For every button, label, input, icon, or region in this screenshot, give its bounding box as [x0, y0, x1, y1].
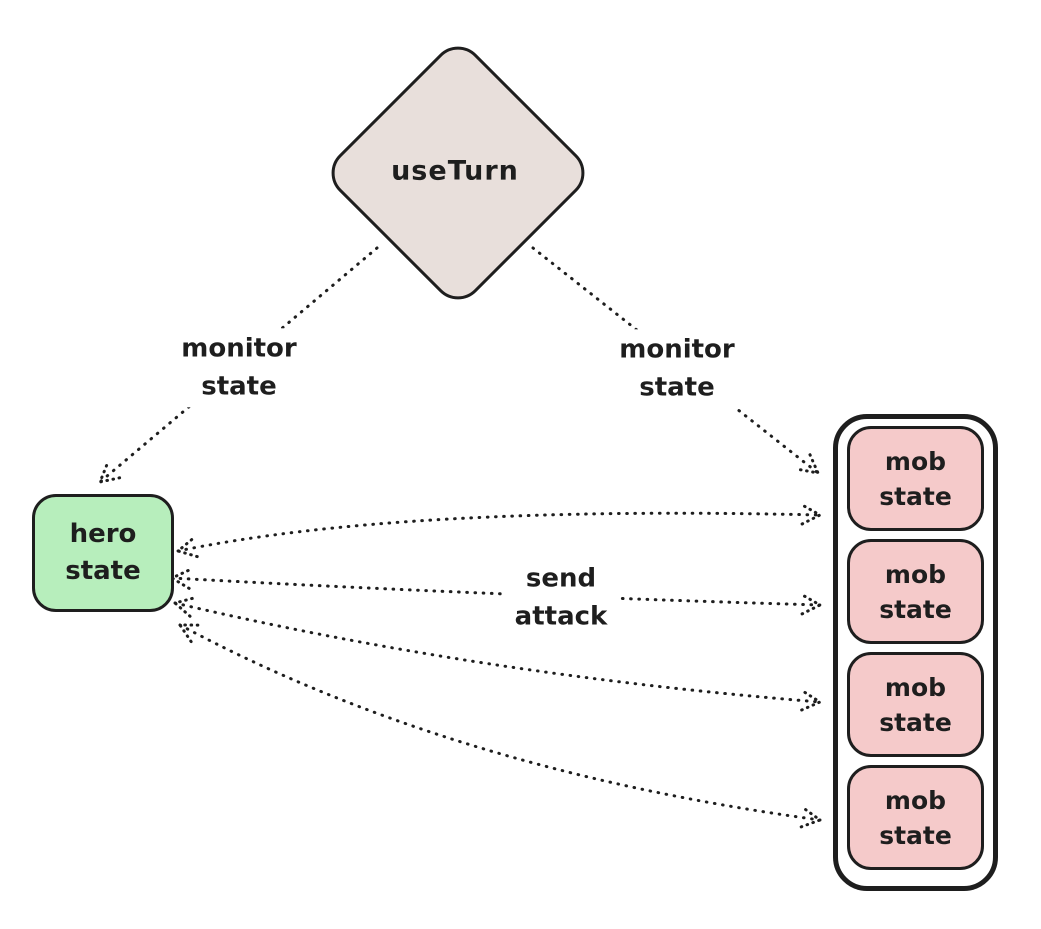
send-attack-arrow-4	[178, 623, 822, 822]
edge-label-monitor-state-right: monitor state	[609, 329, 745, 409]
edge-label-send-attack: send attack	[504, 558, 618, 638]
monitor-state-left-arrowhead	[97, 461, 122, 485]
send-attack-arrow-3-head-hero	[171, 596, 196, 618]
send-attack-arrow-1-head-mob	[800, 503, 824, 526]
send-attack-arrow-2-head-mob	[800, 593, 824, 616]
node-mob-state-4-label: mob state	[879, 785, 952, 850]
node-mob-state-2: mob state	[847, 539, 984, 644]
send-attack-arrow-3	[173, 601, 822, 704]
send-attack-arrow-1	[176, 511, 822, 553]
node-mob-state-1-label: mob state	[879, 446, 952, 511]
send-attack-arrow-1-head-hero	[174, 536, 199, 559]
node-mob-state-3: mob state	[847, 652, 984, 757]
mob-states-container: mob state mob state mob state mob state	[833, 414, 998, 891]
send-attack-arrow-4-head-mob	[799, 806, 824, 829]
node-useturn-label: useTurn	[391, 155, 519, 187]
node-mob-state-1: mob state	[847, 426, 984, 531]
node-hero-state: hero state	[32, 494, 174, 612]
node-mob-state-2-label: mob state	[879, 559, 952, 624]
send-attack-arrow-3-head-mob	[800, 689, 824, 712]
node-mob-state-4: mob state	[847, 765, 984, 870]
send-attack-arrow-4-head-hero	[177, 623, 202, 644]
send-attack-arrow-2	[170, 576, 822, 607]
node-hero-state-label: hero state	[65, 519, 141, 586]
monitor-state-right-arrowhead	[796, 453, 821, 475]
edge-label-monitor-state-left: monitor state	[171, 328, 307, 408]
node-mob-state-3-label: mob state	[879, 672, 952, 737]
